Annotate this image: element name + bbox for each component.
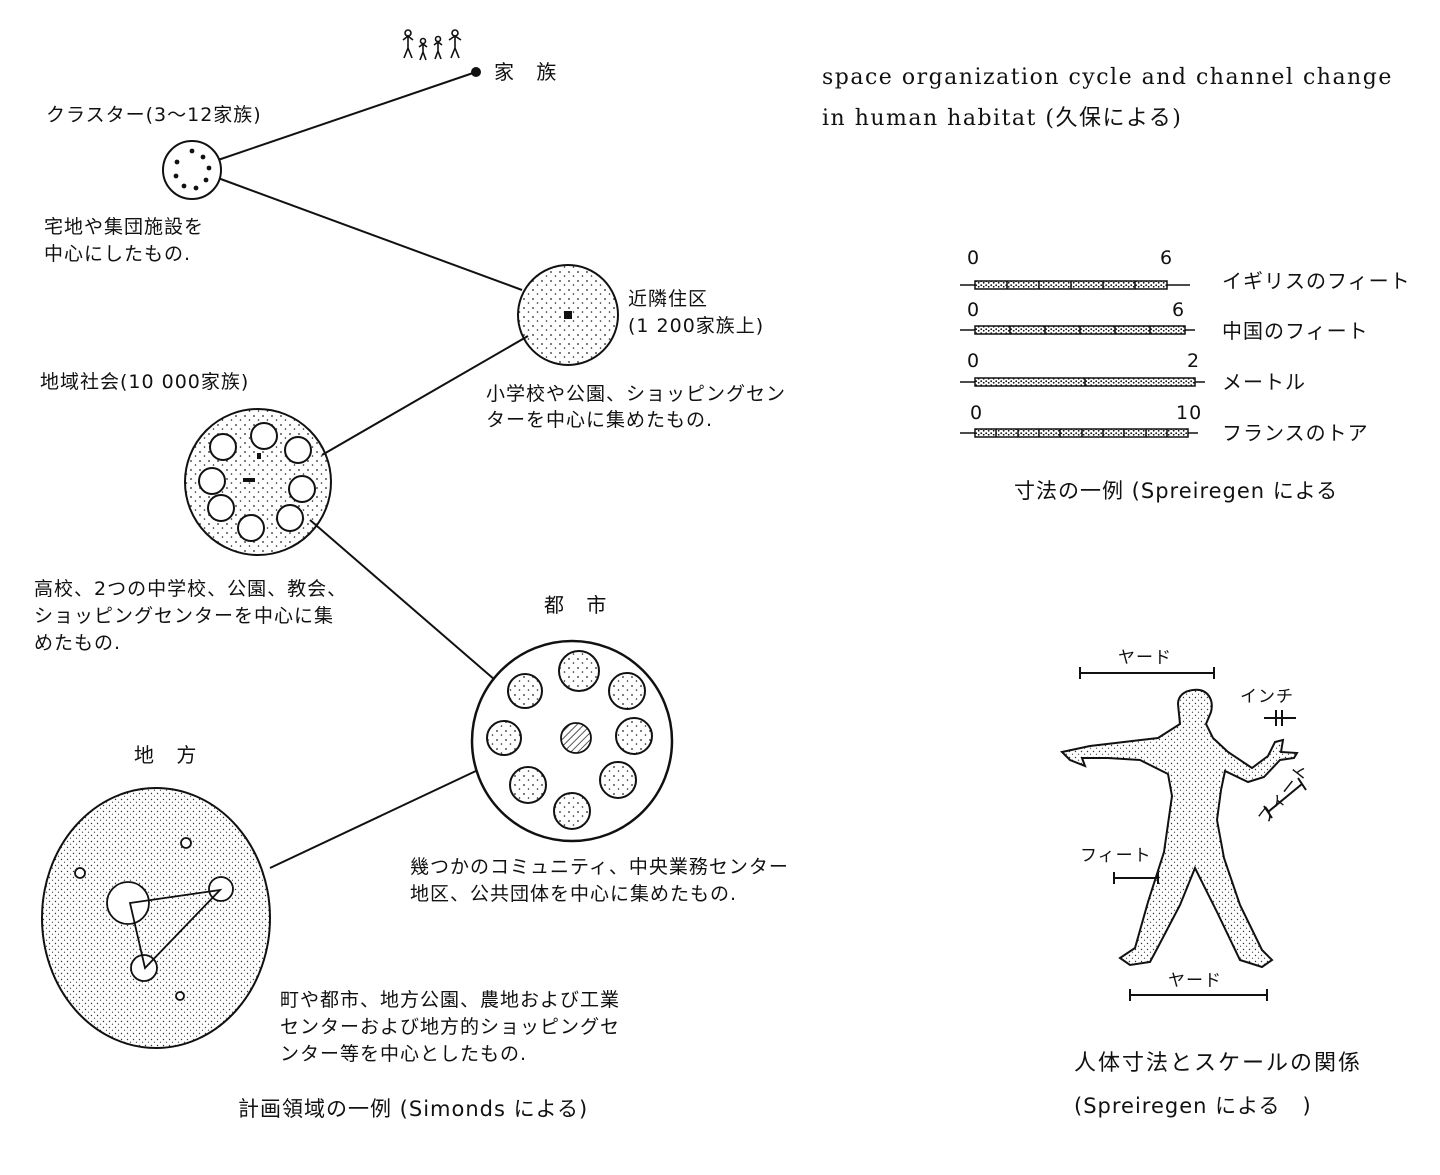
human-caption-line-1: 人体寸法とスケールの関係 [1074, 1051, 1363, 1076]
scale-1-start: 0 [967, 247, 981, 269]
community-desc-line-1: 高校、2つの中学校、公園、教会、 [34, 578, 348, 600]
region-label: 地 方 [134, 743, 205, 767]
title-line-2: in human habitat (久保による) [822, 106, 1183, 131]
yard-top-label: ヤード [1118, 648, 1172, 668]
community-label: 地域社会(10 000家族) [40, 371, 250, 393]
scale-3-end: 2 [1187, 350, 1201, 372]
family-node [471, 67, 481, 77]
neighborhood-desc-line-1: 小学校や公園、ショッピングセン [486, 383, 787, 405]
scale-4-label: フランスのトア [1222, 421, 1369, 445]
scale-1-end: 6 [1160, 247, 1174, 269]
neighborhood-label-line-2: (1 200家族上) [628, 315, 765, 337]
neighborhood-desc-line-2: ターを中心に集めたもの. [486, 409, 714, 431]
human-figure [1059, 688, 1299, 969]
scale-bars [960, 280, 1205, 438]
neighborhood-circle [517, 264, 619, 366]
city-desc-line-2: 地区、公共団体を中心に集めたもの. [410, 883, 738, 905]
region-circle [41, 787, 271, 1049]
human-caption-line-2: (Spreiregen による ) [1074, 1094, 1312, 1118]
city-circle [470, 639, 674, 843]
scale-2-end: 6 [1172, 299, 1186, 321]
scale-1-label: イギリスのフィート [1222, 269, 1411, 293]
family-figures-icon [402, 29, 462, 61]
community-circle [184, 408, 332, 556]
region-desc-line-2: センターおよび地方的ショッピングセ [280, 1016, 621, 1038]
scale-4-start: 0 [970, 402, 984, 424]
inch-label: インチ [1240, 687, 1294, 707]
title-line-1: space organization cycle and channel cha… [822, 65, 1393, 90]
region-desc-line-1: 町や都市、地方公園、農地および工業 [280, 989, 621, 1011]
scale-2-start: 0 [967, 299, 981, 321]
neighborhood-label-line-1: 近隣住区 [628, 288, 709, 310]
yard-bottom-label: ヤード [1168, 971, 1222, 991]
community-desc-line-3: めたもの. [34, 632, 122, 654]
left-caption: 計画領域の一例 (Simonds による) [238, 1097, 589, 1121]
city-label: 都 市 [544, 593, 615, 617]
family-label: 家 族 [494, 60, 565, 84]
cluster-circle [162, 140, 222, 200]
scale-3-label: メートル [1222, 370, 1306, 394]
city-desc-line-1: 幾つかのコミュニティ、中央業務センター [410, 856, 789, 878]
community-desc-line-2: ショッピングセンターを中心に集 [34, 605, 335, 627]
cluster-desc-line-2: 中心にしたもの. [44, 243, 192, 265]
scale-2-label: 中国のフィート [1222, 319, 1369, 343]
region-desc-line-3: ンター等を中心としたもの. [280, 1043, 528, 1065]
cluster-desc-line-1: 宅地や集団施設を [44, 216, 205, 238]
scale-4-end: 10 [1176, 402, 1203, 424]
cluster-label: クラスター(3～12家族) [46, 104, 262, 126]
measure-marks [1079, 667, 1307, 1001]
scale-3-start: 0 [967, 350, 981, 372]
scale-caption: 寸法の一例 (Spreiregen による [1014, 479, 1339, 503]
connector-lines [217, 71, 529, 869]
foot-left-label: フィート [1080, 846, 1152, 866]
